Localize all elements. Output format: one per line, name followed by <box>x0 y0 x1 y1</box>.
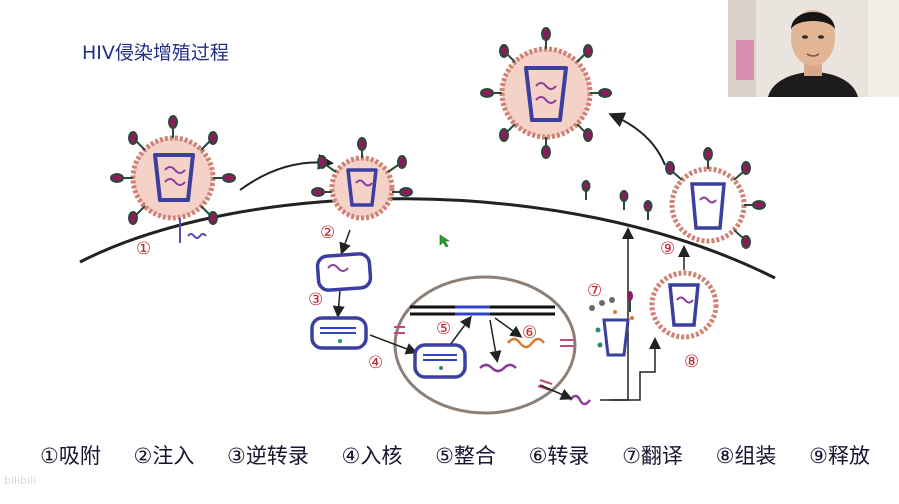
legend-step-label: 整合 <box>453 444 496 468</box>
legend-step-num: ③ <box>227 444 246 468</box>
hiv-virion-released <box>480 27 612 159</box>
arrow-to-translation <box>600 227 634 401</box>
step-marker-8: ⑧ <box>684 352 699 372</box>
legend-step-8: ⑧组装 <box>716 440 777 474</box>
viral-proteins <box>589 291 634 357</box>
step-marker-9: ⑨ <box>660 239 675 259</box>
legend-step-num: ⑥ <box>528 444 548 468</box>
legend-step-num: ⑨ <box>809 444 828 468</box>
cell-membrane <box>79 197 776 280</box>
legend-step-1: ①吸附 <box>40 440 101 474</box>
legend-step-label: 翻译 <box>640 444 683 468</box>
page-title: HIV侵染增殖过程 <box>82 42 229 64</box>
step-marker-4: ④ <box>368 353 383 373</box>
legend-step-num: ② <box>133 444 153 468</box>
hiv-virion-adsorbing <box>110 115 236 225</box>
receptor-icon <box>179 218 207 243</box>
step-marker-3: ③ <box>308 290 323 310</box>
mouse-cursor-icon <box>439 234 450 248</box>
hiv-virion-assembling <box>649 270 719 340</box>
legend-step-label: 组装 <box>734 444 777 468</box>
legend-step-3: ③逆转录 <box>227 440 309 474</box>
arrow-release <box>608 112 666 166</box>
legend-step-num: ① <box>40 444 59 468</box>
step-marker-5: ⑤ <box>436 319 451 339</box>
viral-capsid <box>315 252 373 292</box>
webcam-overlay <box>728 0 899 97</box>
presenter-video <box>728 0 899 97</box>
membrane-spike-icon <box>581 180 653 220</box>
legend-step-5: ⑤整合 <box>435 440 496 474</box>
legend-step-num: ⑦ <box>622 444 641 468</box>
step-legend: ①吸附 ②注入 ③逆转录 ④入核 ⑤整合 ⑥转录 ⑦翻译 ⑧组装 ⑨释放 <box>40 440 870 474</box>
legend-step-num: ⑤ <box>435 444 454 468</box>
arrow-export <box>539 384 573 400</box>
nuclear-pore <box>560 339 574 347</box>
arrow-transcribe <box>489 319 502 363</box>
arrow-reverse-transcribe <box>332 289 345 318</box>
hiv-virion-budding <box>665 147 766 249</box>
legend-step-2: ②注入 <box>134 440 195 474</box>
arrow-into-nucleus <box>369 334 418 355</box>
arrow-transcribe <box>494 317 523 338</box>
arrow-adsorb-to-enter <box>239 153 334 191</box>
legend-step-label: 释放 <box>827 444 870 468</box>
mrna-transcript <box>479 363 517 373</box>
step-marker-7: ⑦ <box>587 281 602 301</box>
arrow-integrate <box>449 315 472 346</box>
legend-step-label: 转录 <box>547 444 590 468</box>
legend-step-num: ⑧ <box>715 444 735 468</box>
legend-step-label: 逆转录 <box>245 444 309 468</box>
watermark: bilibili <box>4 474 37 487</box>
viral-capsid-dna <box>310 316 368 350</box>
step-marker-6: ⑥ <box>522 323 537 343</box>
legend-step-9: ⑨释放 <box>809 440 870 474</box>
arrow-to-assembly <box>610 337 661 401</box>
nuclear-pore <box>537 379 553 391</box>
mrna-exported <box>569 394 591 406</box>
legend-step-label: 吸附 <box>58 444 101 468</box>
viral-capsid-nucleus <box>413 343 467 379</box>
mrna-transcript <box>507 337 545 349</box>
legend-step-6: ⑥转录 <box>529 440 590 474</box>
legend-step-num: ④ <box>341 444 361 468</box>
legend-step-label: 入核 <box>360 444 403 468</box>
step-marker-2: ② <box>320 223 335 243</box>
legend-step-4: ④入核 <box>342 440 403 474</box>
legend-step-7: ⑦翻译 <box>622 440 683 474</box>
step-marker-1: ① <box>136 239 151 259</box>
arrow-enter <box>339 229 351 255</box>
nuclear-pore <box>394 326 405 334</box>
legend-step-label: 注入 <box>152 444 195 468</box>
hiv-virion-entering <box>311 137 413 221</box>
